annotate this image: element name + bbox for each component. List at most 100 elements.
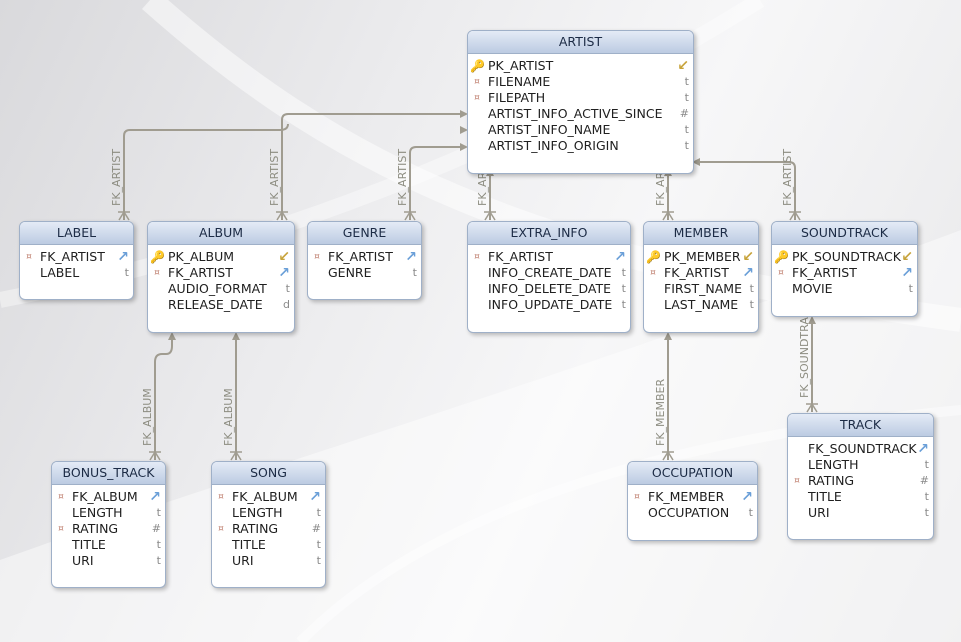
not-null-marker-icon: ¤ [218, 492, 224, 502]
foreign-key-arrow-icon: ↗ [405, 249, 417, 265]
column-type: t [124, 266, 129, 279]
column-marker-icon [150, 297, 164, 313]
column-name: LABEL [40, 265, 80, 280]
foreign-key-arrow-icon: ↗ [614, 249, 626, 265]
primary-key-icon: 🔑 [774, 250, 789, 264]
foreign-key-arrow-icon: ↗ [278, 265, 290, 281]
table-title: BONUS_TRACK [52, 462, 165, 485]
column-row[interactable]: 🔑PK_ARTIST↙ [468, 58, 693, 74]
column-name: PK_MEMBER [664, 249, 741, 264]
column-name: FK_ARTIST [168, 265, 233, 280]
column-marker-icon [54, 553, 68, 569]
column-row[interactable]: ¤FK_ALBUM↗ [52, 489, 165, 505]
column-row[interactable]: ¤RATING# [788, 473, 933, 489]
column-type: t [156, 506, 161, 519]
column-row[interactable]: ¤FK_ARTIST↗ [772, 265, 917, 281]
column-row[interactable]: ¤FK_ARTIST↗ [20, 249, 133, 265]
column-name: AUDIO_FORMAT [168, 281, 267, 296]
column-row[interactable]: ¤FK_ARTIST↗ [308, 249, 421, 265]
column-type: t [924, 490, 929, 503]
column-name: FILENAME [488, 74, 551, 89]
column-type: t [924, 458, 929, 471]
column-marker-icon [630, 505, 644, 521]
column-type: t [316, 506, 321, 519]
foreign-key-arrow-icon: ↗ [117, 249, 129, 265]
column-name: TITLE [232, 537, 266, 552]
column-name: RATING [232, 521, 279, 536]
foreign-key-arrow-icon: ↗ [149, 489, 161, 505]
column-row[interactable]: 🔑PK_MEMBER↙ [644, 249, 758, 265]
column-marker-icon [470, 122, 484, 138]
relationship-label-song-album: FK_ALBUM [222, 388, 235, 446]
table-label[interactable]: LABEL¤FK_ARTIST↗LABEL t [19, 221, 134, 300]
column-row[interactable]: ¤FK_MEMBER↗ [628, 489, 757, 505]
column-marker-icon [54, 505, 68, 521]
relationship-label-album-artist: FK_ARTIST [268, 148, 281, 206]
column-type: t [684, 91, 689, 104]
column-row[interactable]: FK_SOUNDTRACK↗ [788, 441, 933, 457]
relationship-line-soundtrack-artist [698, 161, 796, 220]
column-name: INFO_DELETE_DATE [488, 281, 612, 296]
column-row[interactable]: ARTIST_INFO_ACTIVE_SINCE# [468, 106, 693, 122]
primary-key-arrow-icon: ↙ [677, 58, 689, 74]
column-name: FILEPATH [488, 90, 546, 105]
column-name: RELEASE_DATE [168, 297, 263, 312]
column-marker-icon [790, 489, 804, 505]
column-row[interactable]: ¤FK_ARTIST↗ [468, 249, 630, 265]
table-soundtrack[interactable]: SOUNDTRACK🔑PK_SOUNDTRACK↙¤FK_ARTIST↗MOVI… [771, 221, 918, 317]
column-row[interactable]: 🔑PK_ALBUM↙ [148, 249, 294, 265]
column-type: t [621, 266, 626, 279]
column-marker-icon [54, 537, 68, 553]
foreign-key-arrow-icon: ↗ [309, 489, 321, 505]
column-row[interactable]: ¤FK_ARTIST↗ [148, 265, 294, 281]
column-marker-icon [214, 553, 228, 569]
column-marker-icon [790, 441, 804, 457]
column-row[interactable]: 🔑PK_SOUNDTRACK↙ [772, 249, 917, 265]
column-type: t [684, 75, 689, 88]
column-type: # [151, 522, 161, 535]
column-row[interactable]: LABEL t [20, 265, 133, 281]
column-row[interactable]: ¤FK_ALBUM↗ [212, 489, 325, 505]
column-marker-icon [470, 106, 484, 122]
column-row[interactable]: ¤RATING# [52, 521, 165, 537]
column-row[interactable]: ¤RATING# [212, 521, 325, 537]
column-marker-icon [790, 457, 804, 473]
column-row[interactable]: ¤FK_ARTIST↗ [644, 265, 758, 281]
